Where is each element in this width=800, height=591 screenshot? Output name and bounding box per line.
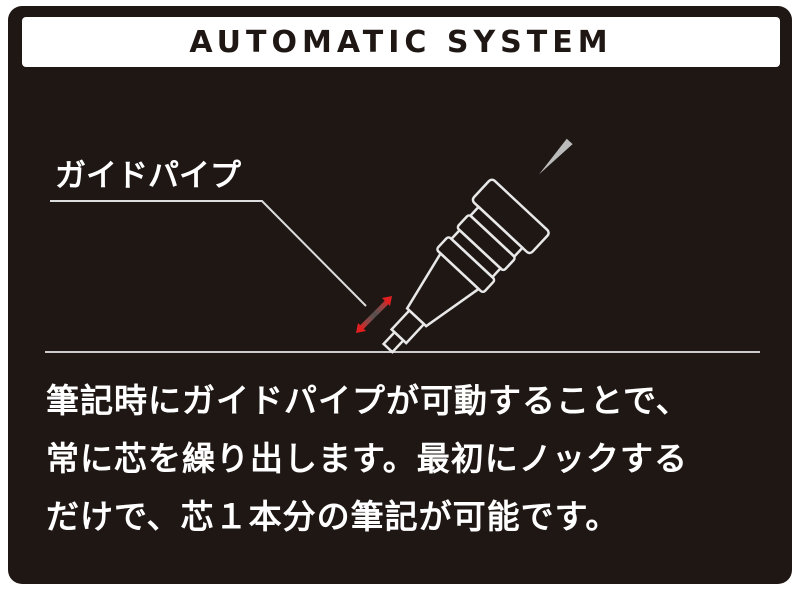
callout-line [50, 200, 367, 307]
pen-collar [471, 178, 550, 255]
header-band: AUTOMATIC SYSTEM [22, 17, 780, 67]
description-line: 常に芯を繰り出します。最初にノックする [46, 439, 689, 478]
movement-arrow-icon [356, 296, 392, 333]
pen-band [436, 236, 496, 294]
guide-pipe-label: ガイドパイプ [55, 158, 241, 194]
pen [381, 104, 619, 354]
guide-pipe [381, 330, 406, 354]
description-line: 筆記時にガイドパイプが可動することで、 [46, 381, 690, 420]
panel-frame [8, 6, 792, 584]
pen-nose [389, 308, 426, 345]
description-text: 筆記時にガイドパイプが可動することで、 常に芯を繰り出します。最初にノックする … [46, 372, 690, 546]
description-line: だけで、芯１本分の筆記が可能です。 [46, 497, 620, 536]
pen-band [456, 214, 516, 272]
pen-cone [405, 251, 481, 328]
header-title: AUTOMATIC SYSTEM [189, 24, 613, 60]
